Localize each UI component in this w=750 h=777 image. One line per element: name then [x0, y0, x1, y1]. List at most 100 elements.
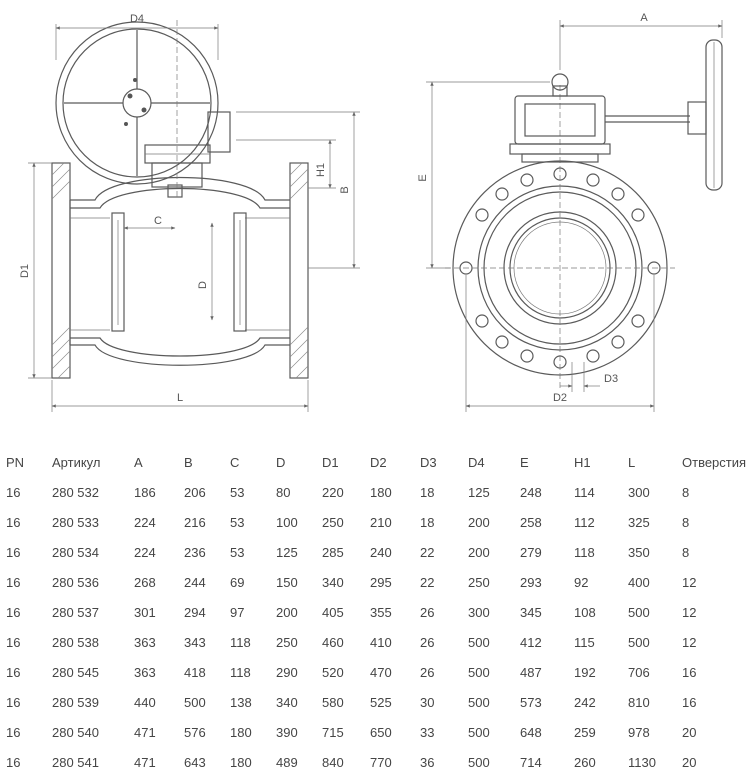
front-view: D4 H1 B C D D1 L [19, 13, 360, 412]
header-c: C [230, 454, 240, 470]
cell-d: 340 [276, 694, 298, 710]
cell-pn: 16 [6, 484, 21, 500]
cell-h1: 192 [574, 664, 596, 680]
left-seat [111, 212, 125, 332]
cell-a: 363 [134, 664, 156, 680]
label-d1: D1 [19, 264, 31, 278]
label-d2: D2 [553, 392, 567, 404]
cell-d: 150 [276, 574, 298, 590]
cell-h1: 108 [574, 604, 596, 620]
cell-a: 268 [134, 574, 156, 590]
cell-l: 706 [628, 664, 650, 680]
cell-e: 345 [520, 604, 542, 620]
cell-d2: 525 [370, 694, 392, 710]
cell-c: 97 [230, 604, 245, 620]
label-a: A [640, 12, 648, 24]
cell-a: 363 [134, 634, 156, 650]
cell-l: 325 [628, 514, 650, 530]
cell-d2: 410 [370, 634, 392, 650]
label-b: B [339, 186, 351, 193]
table-header-row: PN Артикул A B C D D1 D2 D3 D4 E H1 L От… [0, 447, 750, 477]
cell-d3: 18 [420, 514, 435, 530]
cell-l: 978 [628, 724, 650, 740]
cell-l: 1130 [628, 754, 656, 770]
cell-d4: 500 [468, 694, 490, 710]
valve-body [70, 176, 290, 201]
cell-a: 440 [134, 694, 156, 710]
cell-d: 200 [276, 604, 298, 620]
cell-e: 648 [520, 724, 542, 740]
cell-pn: 16 [6, 724, 21, 740]
cell-l: 500 [628, 634, 650, 650]
cell-c: 180 [230, 754, 252, 770]
cell-holes: 16 [682, 664, 697, 680]
cell-c: 53 [230, 484, 245, 500]
cell-h1: 112 [574, 514, 595, 530]
cell-d: 100 [276, 514, 298, 530]
cell-d4: 500 [468, 724, 490, 740]
cell-d1: 460 [322, 634, 344, 650]
cell-b: 236 [184, 544, 206, 560]
cell-article: 280 532 [52, 484, 99, 500]
cell-d4: 250 [468, 574, 490, 590]
cell-holes: 16 [682, 694, 697, 710]
cell-h1: 115 [574, 634, 595, 650]
header-d3: D3 [420, 454, 437, 470]
header-d4: D4 [468, 454, 485, 470]
handwheel [55, 21, 219, 185]
cell-holes: 8 [682, 514, 690, 530]
stem [167, 184, 183, 198]
cell-a: 301 [134, 604, 156, 620]
cell-d3: 18 [420, 484, 435, 500]
valve-technical-drawing: D4 H1 B C D D1 L [19, 12, 723, 412]
cell-d3: 26 [420, 604, 435, 620]
cell-b: 418 [184, 664, 206, 680]
cell-d2: 355 [370, 604, 392, 620]
cell-d1: 580 [322, 694, 344, 710]
cell-pn: 16 [6, 544, 21, 560]
cell-d4: 200 [468, 514, 490, 530]
cell-d2: 650 [370, 724, 392, 740]
cell-b: 294 [184, 604, 206, 620]
cell-l: 400 [628, 574, 650, 590]
header-h1: H1 [574, 454, 591, 470]
cell-d: 80 [276, 484, 291, 500]
cell-holes: 12 [682, 634, 697, 650]
side-gearbox [509, 73, 611, 163]
cell-h1: 260 [574, 754, 596, 770]
cell-holes: 20 [682, 724, 697, 740]
cell-d4: 300 [468, 604, 490, 620]
cell-pn: 16 [6, 604, 21, 620]
cell-d: 489 [276, 754, 298, 770]
cell-b: 244 [184, 574, 206, 590]
right-flange [289, 162, 309, 379]
gearbox [144, 111, 231, 188]
label-h1: H1 [315, 163, 327, 177]
cell-d1: 405 [322, 604, 344, 620]
cell-d: 390 [276, 724, 298, 740]
cell-pn: 16 [6, 634, 21, 650]
header-l: L [628, 454, 636, 470]
cell-d3: 22 [420, 574, 435, 590]
cell-l: 350 [628, 544, 650, 560]
cell-d: 290 [276, 664, 298, 680]
cell-d1: 340 [322, 574, 344, 590]
cell-holes: 8 [682, 484, 690, 500]
header-d1: D1 [322, 454, 339, 470]
cell-d3: 33 [420, 724, 435, 740]
cell-e: 714 [520, 754, 542, 770]
cell-d: 250 [276, 634, 298, 650]
header-article: Артикул [52, 454, 101, 470]
cell-e: 412 [520, 634, 542, 650]
label-d4: D4 [130, 13, 144, 25]
cell-d3: 26 [420, 634, 435, 650]
label-d: D [197, 281, 209, 289]
cell-d1: 220 [322, 484, 344, 500]
